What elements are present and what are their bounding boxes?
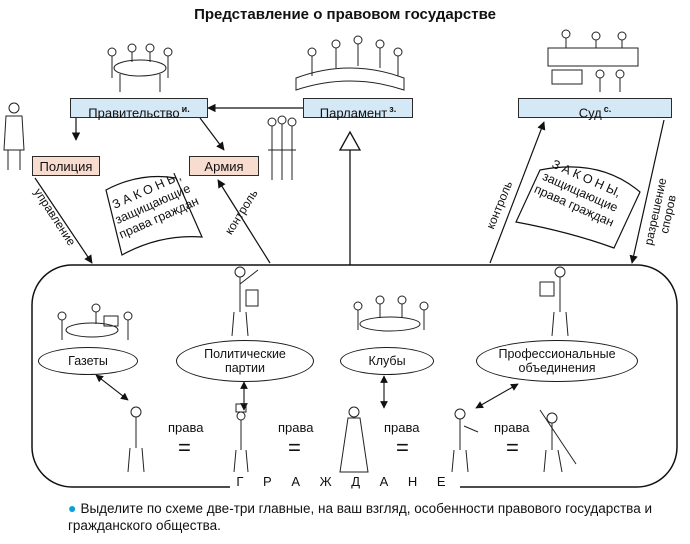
people-at-table-icon xyxy=(107,43,173,92)
government-label: Правительство xyxy=(88,105,180,121)
equals-sign-4: = xyxy=(506,435,519,460)
newspapers-oval: Газеты xyxy=(38,347,138,375)
parties-oval: Политические партии xyxy=(176,340,314,382)
equals-sign-3: = xyxy=(396,435,409,460)
equals-sign-1: = xyxy=(178,435,191,460)
citizens-label: Г Р А Ж Д А Н Е xyxy=(0,474,690,489)
citizens-text: Г Р А Ж Д А Н Е xyxy=(230,474,460,489)
question-text-block: ●Выделите по схеме две-три главные, на в… xyxy=(68,500,678,534)
court-mark: с. xyxy=(603,104,612,114)
parliament-meeting-icon xyxy=(295,35,405,91)
court-session-icon xyxy=(547,29,639,92)
army-box: Армия xyxy=(189,156,259,176)
parliament-mark: з. xyxy=(389,104,397,114)
rights-label-1: права xyxy=(168,420,204,435)
parliament-label: Парламент xyxy=(319,105,388,121)
laws-scroll-right xyxy=(515,166,641,249)
citizen-farmer-icon xyxy=(539,409,577,473)
newspaper-readers-icon xyxy=(57,303,133,340)
club-members-icon xyxy=(353,295,429,332)
citizen-violinist-icon xyxy=(451,408,479,473)
equals-sign-2: = xyxy=(288,435,301,460)
citizen-woman-icon xyxy=(339,406,369,473)
police-box: Полиция xyxy=(32,156,100,176)
citizen-gentleman-icon xyxy=(233,403,249,473)
citizen-figures xyxy=(127,403,577,473)
soldiers-icon xyxy=(267,115,297,180)
laws-scroll-left xyxy=(105,175,203,256)
unions-oval: Профессиональные объединения xyxy=(476,340,638,382)
page-title: Представление о правовом государстве xyxy=(194,6,496,23)
policeman-icon xyxy=(3,102,25,170)
question-text: Выделите по схеме две-три главные, на ва… xyxy=(68,501,653,533)
orator-icon xyxy=(231,266,259,337)
worker-icon xyxy=(539,266,569,337)
rights-label-2: права xyxy=(278,420,314,435)
army-label: Армия xyxy=(204,159,244,174)
rights-label-3: права xyxy=(384,420,420,435)
citizen-peasant-icon xyxy=(127,406,145,473)
bullet-icon: ● xyxy=(68,500,77,516)
rights-label-4: права xyxy=(494,420,530,435)
clubs-oval: Клубы xyxy=(340,347,434,375)
court-label: Суд xyxy=(578,105,602,121)
government-mark: и. xyxy=(181,104,190,114)
police-label: Полиция xyxy=(39,159,93,174)
